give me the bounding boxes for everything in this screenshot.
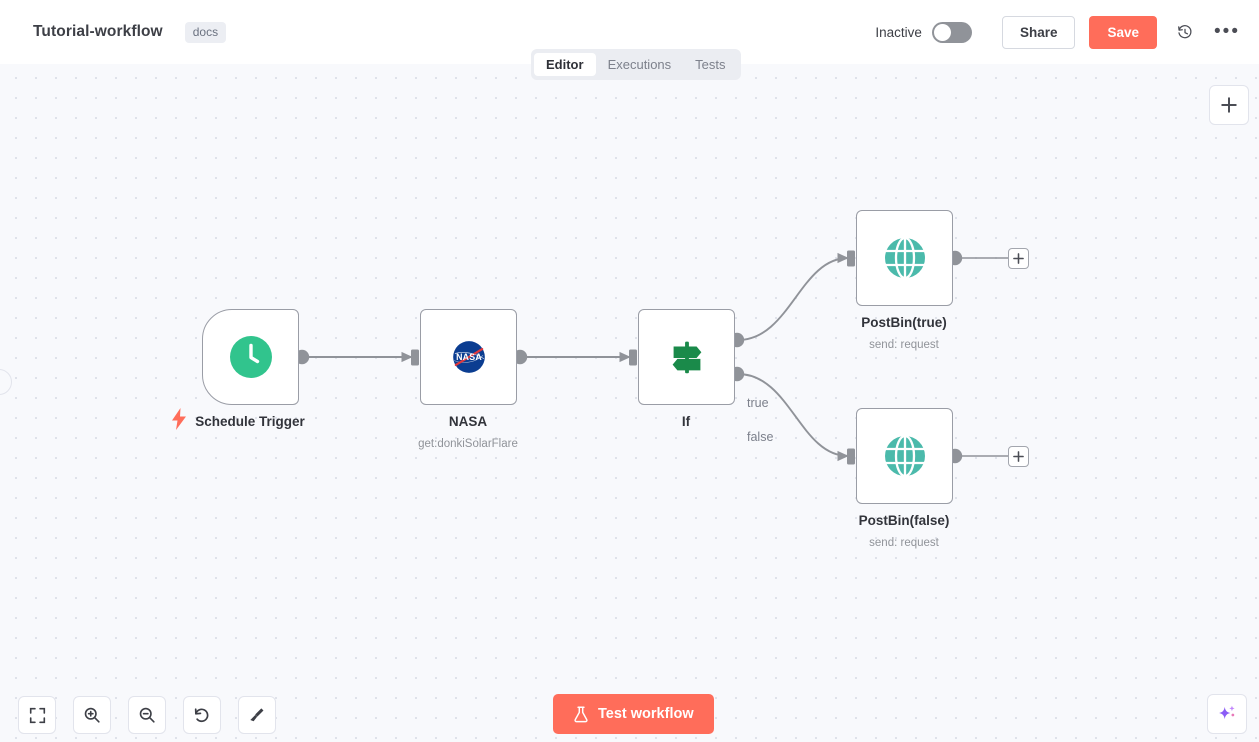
fit-screen-icon — [29, 707, 45, 723]
node-if[interactable] — [638, 309, 735, 405]
node-label-postbin-true: PostBin(true) — [861, 315, 947, 330]
add-node-after-postbin-false[interactable] — [1008, 446, 1029, 467]
ellipsis-icon[interactable]: ••• — [1213, 18, 1241, 46]
reset-zoom-button[interactable] — [183, 696, 221, 734]
ellipsis-glyph: ••• — [1214, 21, 1240, 42]
node-label-if: If — [681, 414, 691, 429]
canvas-toolbar — [18, 696, 276, 734]
activation-state-label: Inactive — [875, 24, 922, 40]
zoom-in-button[interactable] — [73, 696, 111, 734]
zoom-to-fit-button[interactable] — [18, 696, 56, 734]
plus-icon — [1221, 97, 1237, 113]
magnifier-plus-icon — [84, 707, 100, 723]
test-workflow-button[interactable]: Test workflow — [553, 694, 714, 734]
activation-toggle[interactable] — [931, 21, 972, 43]
zoom-out-button[interactable] — [128, 696, 166, 734]
svg-text:NASA: NASA — [456, 352, 482, 362]
node-subtitle-postbin-false: send: request — [869, 537, 939, 549]
header-actions: Inactive Share Save ••• — [875, 15, 1241, 49]
plus-icon — [1013, 451, 1024, 462]
clock-icon — [229, 336, 272, 378]
share-button[interactable]: Share — [1001, 15, 1076, 49]
connection-wires — [294, 250, 1008, 465]
add-node-after-postbin-true[interactable] — [1008, 248, 1029, 269]
undo-arrow-icon — [194, 708, 209, 723]
tab-tests[interactable]: Tests — [695, 57, 726, 72]
node-subtitle-nasa: get:donkiSolarFlare — [418, 438, 518, 450]
broom-icon — [250, 708, 264, 722]
node-nasa[interactable]: NASA — [420, 309, 517, 405]
flask-icon — [574, 706, 588, 722]
signpost-icon — [672, 341, 701, 374]
node-postbin-false[interactable] — [856, 408, 953, 504]
plus-icon — [1013, 253, 1024, 264]
node-subtitle-postbin-true: send: request — [869, 339, 939, 351]
output-label-true: true — [747, 396, 769, 410]
node-label-schedule-trigger: Schedule Trigger — [195, 414, 305, 429]
node-label-postbin-false: PostBin(false) — [858, 513, 950, 528]
tab-editor[interactable]: Editor — [534, 53, 596, 76]
workflow-canvas[interactable]: Schedule Trigger NASA NASA get:donkiSola… — [0, 64, 1259, 742]
magnifier-minus-icon — [139, 707, 155, 723]
workflow-title[interactable]: Tutorial-workflow — [33, 23, 163, 40]
globe-icon — [884, 236, 925, 280]
test-workflow-label: Test workflow — [598, 706, 694, 722]
nasa-logo-icon: NASA — [452, 341, 485, 373]
node-postbin-true[interactable] — [856, 210, 953, 306]
globe-icon — [884, 434, 925, 478]
add-node-button[interactable] — [1209, 85, 1249, 125]
tab-executions[interactable]: Executions — [607, 57, 672, 72]
node-label-nasa: NASA — [448, 414, 488, 429]
toggle-knob — [933, 23, 951, 41]
workflow-tag-badge[interactable]: docs — [184, 21, 227, 43]
node-schedule-trigger[interactable] — [202, 309, 299, 405]
ai-assistant-button[interactable] — [1207, 694, 1247, 734]
sparkle-icon — [1219, 705, 1235, 720]
output-label-false: false — [747, 430, 774, 444]
history-clock-icon[interactable] — [1171, 18, 1199, 46]
save-button[interactable]: Save — [1089, 15, 1157, 49]
lightning-bolt-icon — [171, 408, 187, 435]
tidy-up-button[interactable] — [238, 696, 276, 734]
editor-tabs: Editor Executions Tests — [531, 49, 741, 80]
